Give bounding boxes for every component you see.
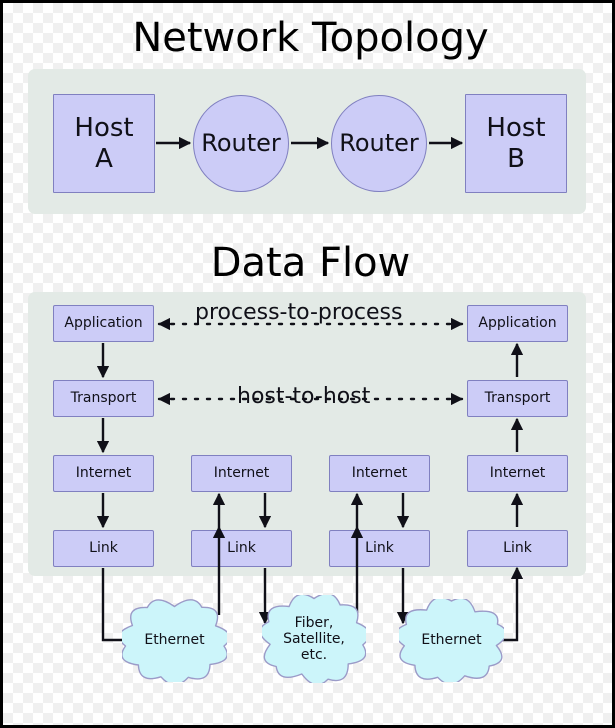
layer-label: Link [227,540,256,557]
layer-box-host-b-transport[interactable]: Transport [467,380,568,417]
node-router-2-label: Router [339,129,419,158]
layer-label: Internet [351,465,408,482]
page-title-network-topology: Network Topology [132,15,489,61]
layer-box-host-a-transport[interactable]: Transport [53,380,154,417]
layer-box-host-b-link[interactable]: Link [467,530,568,567]
page-title-data-flow: Data Flow [210,240,411,286]
cloud-fiber-satellite[interactable]: Fiber,Satellite,etc. [262,595,366,683]
layer-box-host-a-internet[interactable]: Internet [53,455,154,492]
layer-label: Internet [213,465,270,482]
layer-box-host-a-link[interactable]: Link [53,530,154,567]
layer-box-router-1-link[interactable]: Link [191,530,292,567]
layer-label: Internet [75,465,132,482]
layer-box-router-2-internet[interactable]: Internet [329,455,430,492]
cloud-label: Ethernet [144,632,205,649]
layer-label: Application [478,315,557,332]
layer-box-router-2-link[interactable]: Link [329,530,430,567]
cloud-label: Fiber,Satellite,etc. [283,614,345,664]
cloud-ethernet-right[interactable]: Ethernet [399,599,504,682]
layer-label: Application [64,315,143,332]
node-router-2[interactable]: Router [331,95,427,192]
layer-label: Link [365,540,394,557]
edge-label-host-to-host: host-to-host [237,384,371,409]
layer-label: Internet [489,465,546,482]
layer-box-host-b-application[interactable]: Application [467,305,568,342]
cloud-label: Ethernet [421,632,482,649]
layer-label: Link [89,540,118,557]
cloud-ethernet-left[interactable]: Ethernet [122,599,227,682]
layer-box-host-a-application[interactable]: Application [53,305,154,342]
node-router-1-label: Router [201,129,281,158]
layer-label: Link [503,540,532,557]
layer-label: Transport [484,390,551,407]
layer-label: Transport [70,390,137,407]
layer-box-host-b-internet[interactable]: Internet [467,455,568,492]
edge-label-process-to-process: process-to-process [195,300,403,325]
layer-box-router-1-internet[interactable]: Internet [191,455,292,492]
node-router-1[interactable]: Router [193,95,289,192]
